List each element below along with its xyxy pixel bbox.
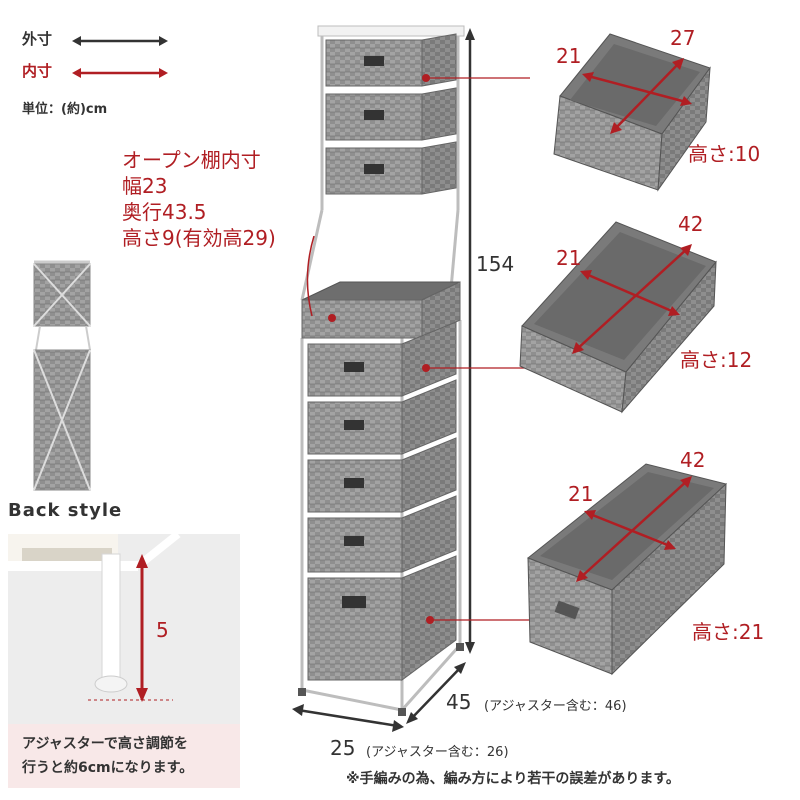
open-shelf-leader — [306, 236, 315, 317]
adjuster-note-box: アジャスターで高さ調節を 行うと約6cmになります。 — [8, 724, 240, 788]
basket2-depth: 42 — [678, 212, 704, 236]
back-style-illustration — [33, 260, 91, 491]
adjuster-height-value: 5 — [156, 618, 169, 642]
basket2-height: 高さ:12 — [680, 348, 753, 372]
open-shelf-height: 高さ9(有効高29) — [122, 226, 276, 250]
basket3-width: 21 — [568, 482, 594, 506]
inner-arrow-icon — [72, 68, 168, 78]
open-shelf-title: オープン棚内寸 — [122, 148, 261, 172]
outer-arrow-icon — [72, 36, 168, 46]
adjuster-photo — [8, 530, 240, 724]
open-shelf-width: 幅23 — [122, 174, 168, 198]
basket3-depth: 42 — [680, 448, 706, 472]
basket-small-illustration — [553, 33, 711, 192]
overall-height-label: 154 — [476, 252, 515, 276]
footnote: ※手編みの為、編み方により若干の誤差があります。 — [346, 771, 680, 787]
basket1-width: 21 — [556, 44, 582, 68]
basket1-depth: 27 — [670, 26, 696, 50]
overall-width-note: (アジャスター含む：26) — [366, 745, 509, 760]
main-rack-illustration — [292, 25, 475, 732]
outer-dimension-label: 外寸 — [22, 30, 53, 48]
basket2-width: 21 — [556, 246, 582, 270]
inner-dimension-label: 内寸 — [22, 62, 53, 80]
adjuster-note-line2: 行うと約6cmになります。 — [22, 760, 194, 776]
overall-depth-label: 45 — [446, 690, 472, 714]
unit-label: 単位：(約)cm — [22, 102, 108, 117]
basket3-height: 高さ:21 — [692, 620, 765, 644]
adjuster-note-line1: アジャスターで高さ調節を — [22, 736, 188, 752]
overall-depth-note: (アジャスター含む：46) — [484, 699, 627, 714]
basket-medium-illustration — [519, 221, 717, 414]
back-style-label: Back style — [8, 500, 123, 521]
open-shelf-depth: 奥行43.5 — [122, 200, 207, 224]
basket-leaders — [426, 77, 530, 621]
overall-width-label: 25 — [330, 736, 356, 760]
basket1-height: 高さ:10 — [688, 142, 761, 166]
basket-large-illustration — [527, 463, 728, 676]
